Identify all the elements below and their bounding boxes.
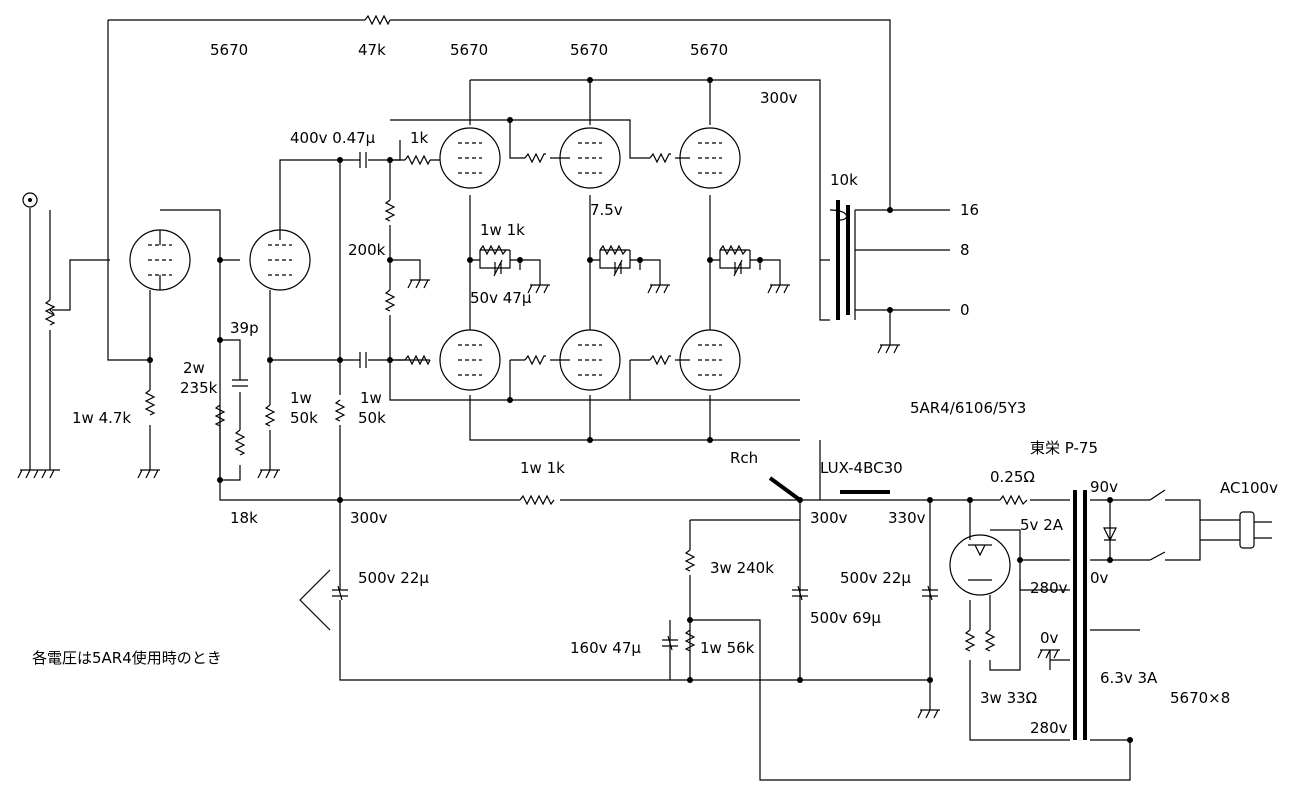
- tube-bot-2: [559, 329, 621, 391]
- label-0v-a: 0v: [1090, 569, 1109, 587]
- label-22u-b: 500v 22μ: [840, 569, 911, 587]
- label-rch: Rch: [730, 449, 758, 467]
- label-22u-a: 500v 22μ: [358, 569, 429, 587]
- grounds: [17, 279, 1060, 719]
- tube-v2: [249, 229, 311, 291]
- tap-8: 8: [960, 241, 970, 259]
- tube-label-3: 5670: [570, 41, 608, 59]
- tube-v1: [129, 229, 191, 291]
- label-39p: 39p: [230, 319, 259, 337]
- label-cathode-c: 50v 47μ: [470, 289, 532, 307]
- label-heater: 6.3v 3A: [1100, 669, 1158, 687]
- output-transformer: [829, 200, 856, 320]
- label-transformer: 東栄 P-75: [1030, 439, 1098, 457]
- resistors: [44, 14, 1028, 652]
- tube-top-1: [439, 127, 501, 189]
- label-300v-node: 300v: [350, 509, 388, 527]
- tube-bot-1: [439, 329, 501, 391]
- note-voltage: 各電圧は5AR4使用時のとき: [32, 649, 222, 667]
- label-cathode-r: 1w 1k: [480, 221, 525, 239]
- label-235k-w: 2w: [183, 359, 205, 377]
- label-33ohm: 3w 33Ω: [980, 689, 1037, 707]
- tube-label-4: 5670: [690, 41, 728, 59]
- power-switch-icon: [1103, 489, 1166, 561]
- label-7-5v: 7.5v: [590, 201, 623, 219]
- tube-top-2: [559, 127, 621, 189]
- label-235k: 235k: [180, 379, 218, 397]
- label-50k-a-w: 1w: [290, 389, 312, 407]
- label-4k7: 1w 4.7k: [72, 409, 131, 427]
- tap-16: 16: [960, 201, 979, 219]
- label-300v-ps: 300v: [810, 509, 848, 527]
- label-50k-b-w: 1w: [360, 389, 382, 407]
- vacuum-tubes: [129, 127, 1011, 596]
- label-5v-2a: 5v 2A: [1020, 516, 1064, 534]
- tube-label-1: 5670: [210, 41, 248, 59]
- label-0-25ohm: 0.25Ω: [990, 468, 1035, 486]
- component-labels: 5670 5670 5670 5670 47k 300v 400v 0.47μ …: [32, 41, 1278, 737]
- tap-0: 0: [960, 301, 970, 319]
- input-jack-icon: [22, 192, 38, 208]
- label-90v: 90v: [1090, 478, 1118, 496]
- tube-top-3: [679, 127, 741, 189]
- label-240k: 3w 240k: [710, 559, 774, 577]
- choke: [840, 490, 890, 501]
- label-50k-a: 50k: [290, 409, 318, 427]
- label-tube-count: 5670×8: [1170, 689, 1230, 707]
- label-300v-top: 300v: [760, 89, 798, 107]
- ac-plug-icon: [1239, 511, 1272, 549]
- label-supply-1k: 1w 1k: [520, 459, 565, 477]
- junction-dots: [147, 77, 1133, 743]
- label-50k-b: 50k: [358, 409, 386, 427]
- tube-label-2: 5670: [450, 41, 488, 59]
- label-160v: 160v 47μ: [570, 639, 641, 657]
- input-wedge: [299, 569, 331, 631]
- rectifier-tube: [949, 534, 1011, 596]
- label-56k: 1w 56k: [700, 639, 755, 657]
- label-coupling-cap: 400v 0.47μ: [290, 129, 376, 147]
- label-ac100v: AC100v: [1220, 479, 1278, 497]
- label-69u: 500v 69μ: [810, 609, 881, 627]
- capacitors: [232, 152, 938, 651]
- label-rectifier: 5AR4/6106/5Y3: [910, 399, 1026, 417]
- tube-bot-3: [679, 329, 741, 391]
- label-200k: 200k: [348, 241, 386, 259]
- label-1k-grid: 1k: [410, 129, 429, 147]
- label-0v-b: 0v: [1040, 629, 1059, 647]
- wires: [29, 19, 1240, 781]
- label-280v-b: 280v: [1030, 719, 1068, 737]
- label-330v: 330v: [888, 509, 926, 527]
- label-47k: 47k: [358, 41, 386, 59]
- label-choke: LUX-4BC30: [820, 459, 903, 477]
- label-18k: 18k: [230, 509, 258, 527]
- label-280v-a: 280v: [1030, 579, 1068, 597]
- rch-arrow: [768, 476, 802, 502]
- label-10k: 10k: [830, 171, 858, 189]
- power-transformer: [1073, 490, 1087, 740]
